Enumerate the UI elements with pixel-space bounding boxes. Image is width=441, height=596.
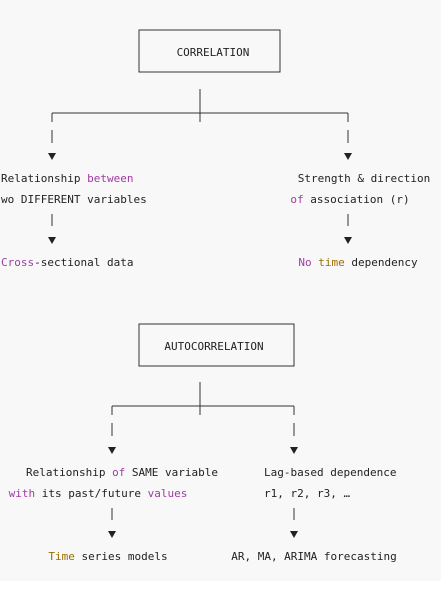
correlation-diagram: CORRELATION Relationship between wo DIFF… <box>1 29 430 563</box>
autocorrelation-left-arrow-2-icon <box>108 531 116 538</box>
autocorrelation-right-line2: r1, r2, r3, … <box>264 487 350 500</box>
autocorrelation-title: AUTOCORRELATION <box>164 340 263 353</box>
correlation-left-line1: Relationship between <box>1 172 133 185</box>
correlation-left-arrow-2-icon <box>48 237 56 244</box>
correlation-left-arrow-icon <box>48 153 56 160</box>
autocorrelation-left-arrow-icon <box>108 447 116 454</box>
autocorrelation-right-line1: Lag-based dependence <box>264 466 396 479</box>
autocorrelation-left-line2: with its past/future values <box>9 487 188 500</box>
correlation-left-line2: wo DIFFERENT variables <box>1 193 147 206</box>
correlation-right-arrow-2-icon <box>344 237 352 244</box>
correlation-right-line3: No time dependency <box>298 256 418 269</box>
correlation-left-line3: Cross-sectional data <box>1 256 133 269</box>
correlation-box <box>138 29 281 73</box>
correlation-right-arrow-icon <box>344 153 352 160</box>
correlation-title: CORRELATION <box>177 46 250 59</box>
correlation-right-line1: Strength & direction <box>298 172 430 185</box>
autocorrelation-right-line3: AR, MA, ARIMA forecasting <box>231 550 397 563</box>
autocorrelation-left-line1: Relationship of SAME variable <box>26 466 218 479</box>
autocorrelation-right-arrow-icon <box>290 447 298 454</box>
autocorrelation-right-arrow-2-icon <box>290 531 298 538</box>
autocorrelation-left-line3: Time series models <box>48 550 167 563</box>
correlation-right-line2: of association (r) <box>290 193 409 206</box>
autocorrelation-box <box>138 323 295 367</box>
diagram-canvas: CORRELATION Relationship between wo DIFF… <box>1 29 431 563</box>
